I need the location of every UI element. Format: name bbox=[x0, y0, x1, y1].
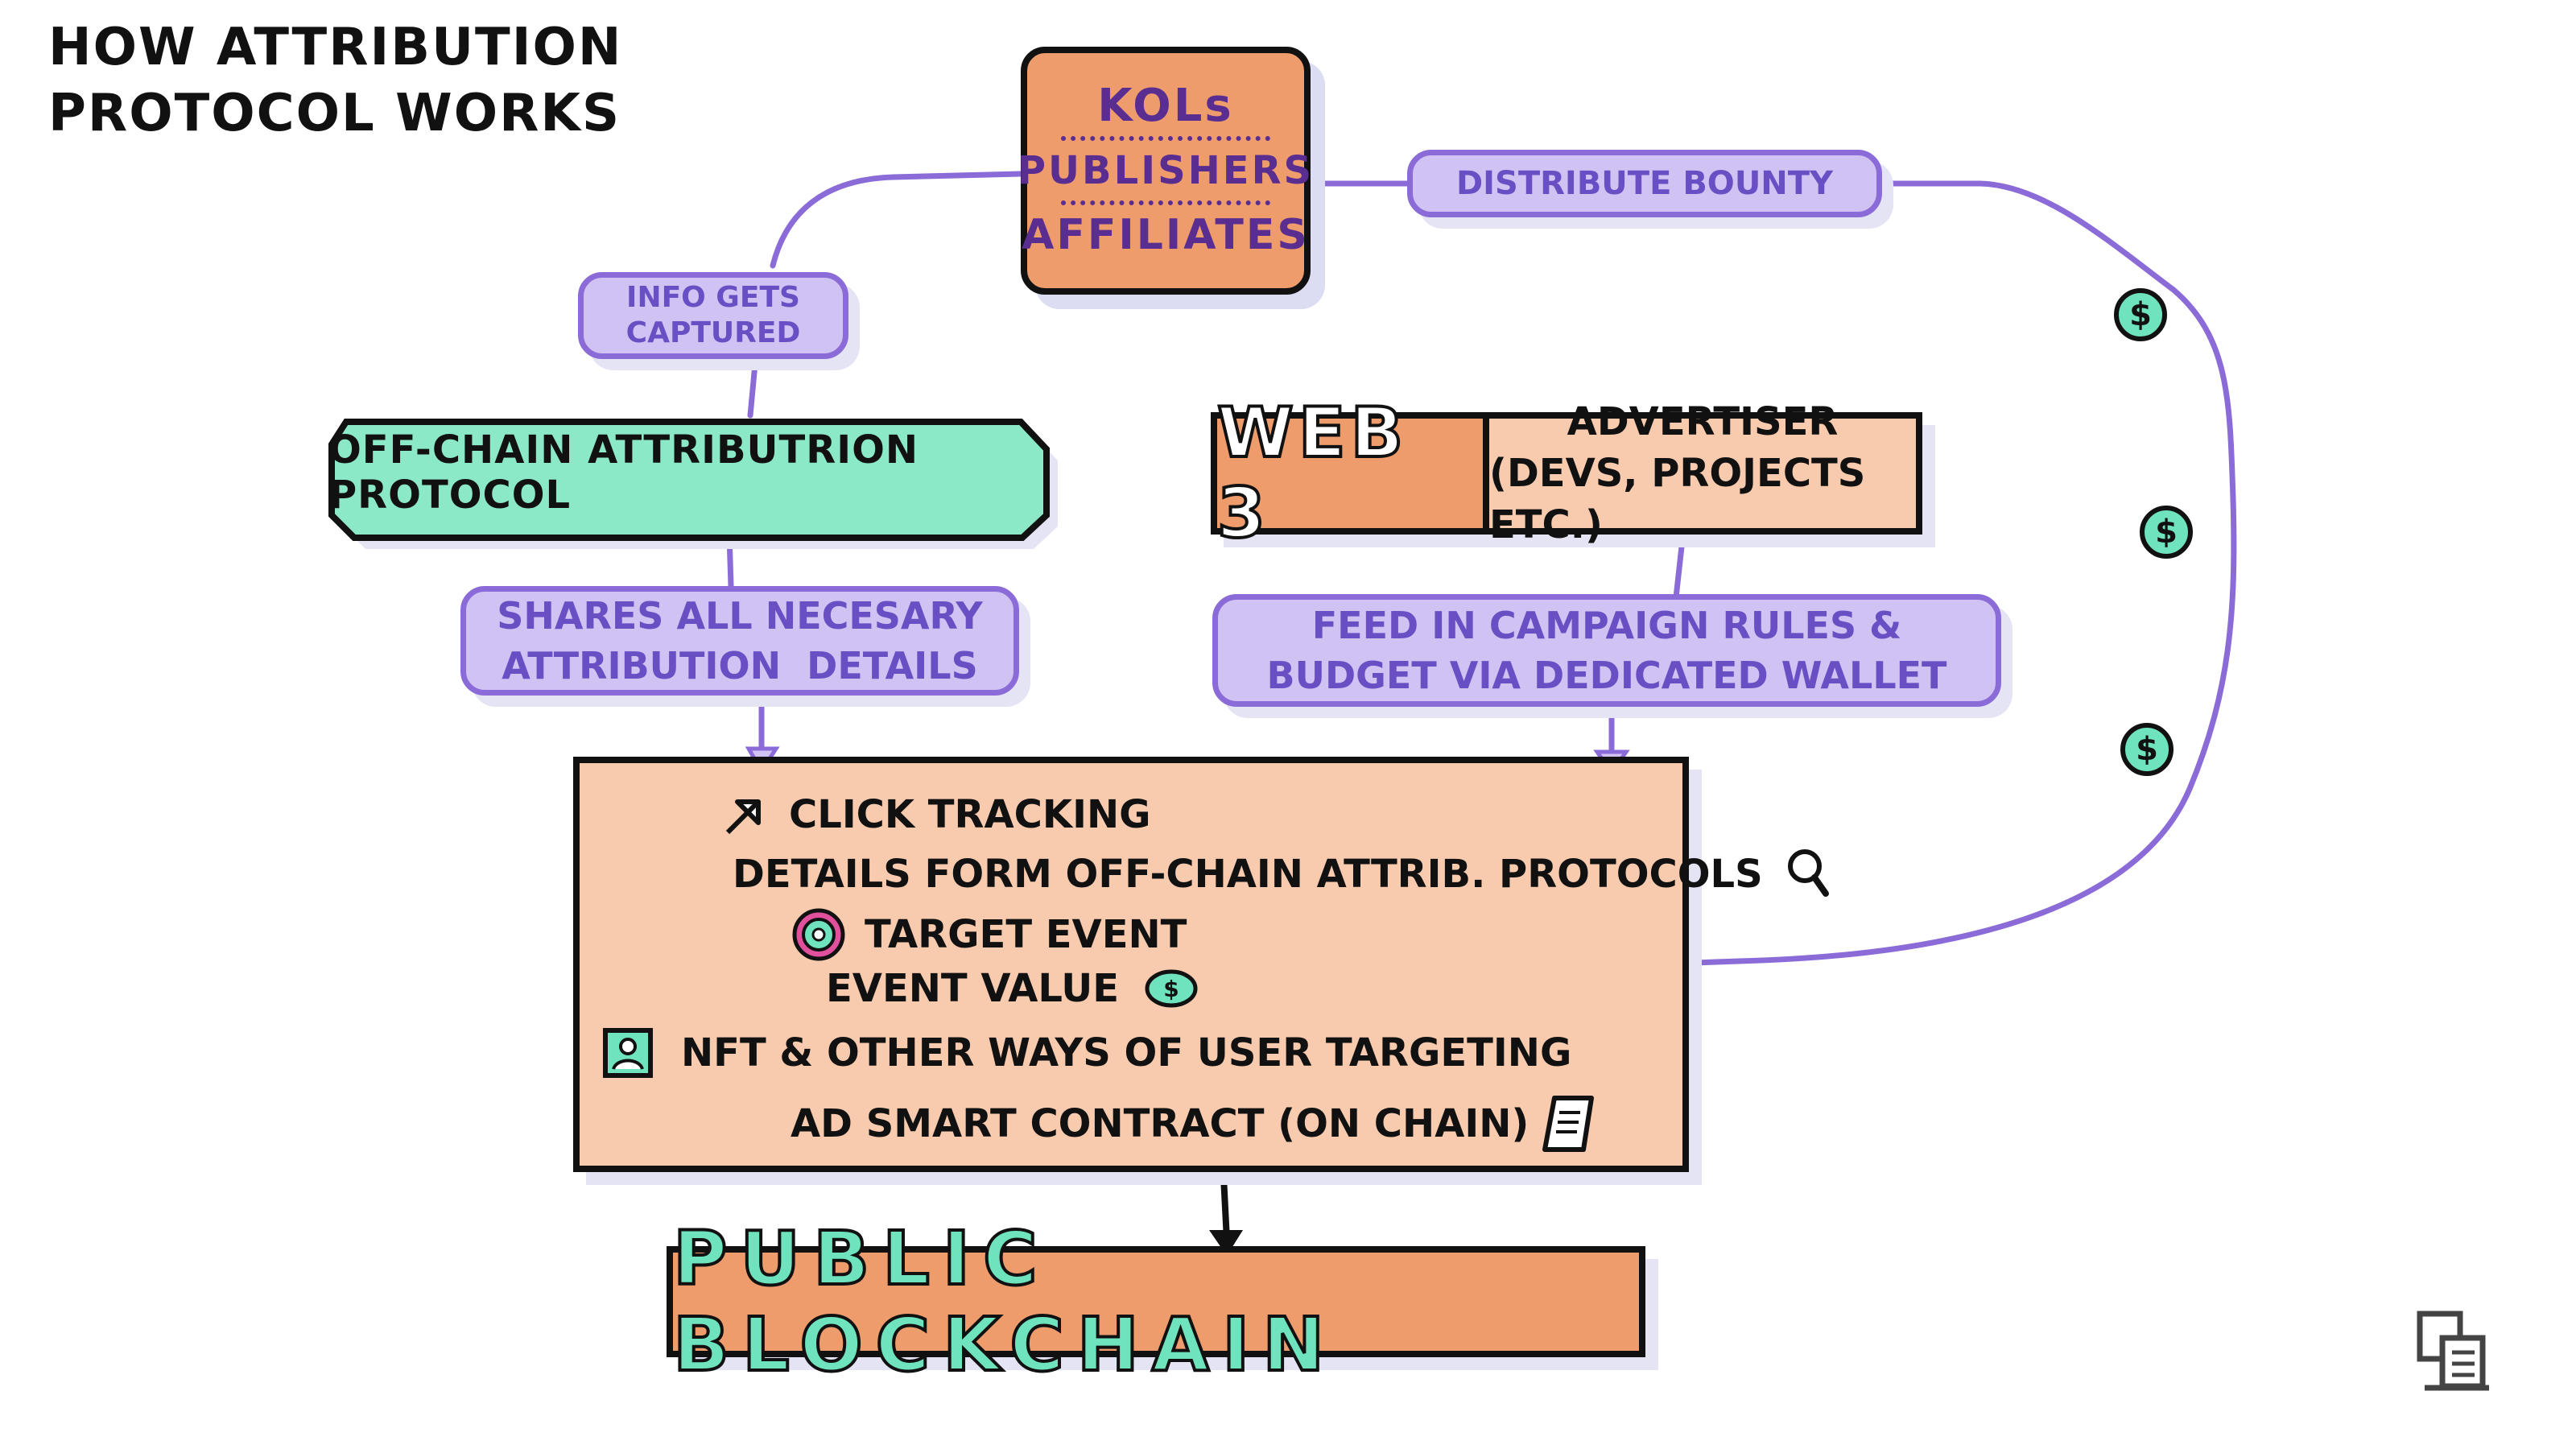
advertiser-panel: ADVERTISER (DEVS, PROJECTS ETC.) bbox=[1489, 399, 1916, 547]
dollar-symbol-3: $ bbox=[2136, 731, 2158, 768]
dollar-coin-icon: $ bbox=[2140, 506, 2193, 559]
user-card-icon bbox=[602, 1027, 654, 1079]
kol-box: KOLs PUBLISHERS AFFILIATES bbox=[1017, 47, 1315, 295]
shares-details-pill: SHARES ALL NECESARY ATTRIBUTION DETAILS bbox=[460, 586, 1019, 696]
dollar-symbol-1: $ bbox=[2129, 296, 2152, 333]
title-line-1: HOW ATTRIBUTION bbox=[48, 18, 623, 77]
offchain-protocol-box: OFF-CHAIN ATTRIBUTRION PROTOCOL bbox=[328, 415, 1045, 530]
shares-line-1: SHARES ALL NECESARY bbox=[497, 594, 983, 638]
kol-label: KOLs bbox=[1097, 80, 1234, 132]
kol-divider bbox=[1061, 136, 1270, 141]
info-line-1: INFO GETS bbox=[626, 281, 800, 314]
details-item: DETAILS FORM OFF-CHAIN ATTRIB. PROTOCOLS bbox=[733, 845, 1835, 903]
distribute-bounty-label: DISTRIBUTE BOUNTY bbox=[1455, 165, 1834, 202]
public-blockchain-label: PUBLIC BLOCKCHAIN bbox=[671, 1214, 1338, 1389]
nft-targeting-label: NFT & OTHER WAYS OF USER TARGETING bbox=[681, 1030, 1572, 1075]
target-icon bbox=[791, 906, 847, 963]
publisher-logo-icon bbox=[2415, 1311, 2494, 1394]
title-line-2: PROTOCOL WORKS bbox=[48, 84, 621, 143]
info-line-2: CAPTURED bbox=[625, 316, 801, 349]
dollar-coin-icon: $ bbox=[2114, 288, 2167, 341]
target-event-item: TARGET EVENT bbox=[791, 906, 1187, 963]
shares-line-2: ATTRIBUTION DETAILS bbox=[502, 644, 978, 687]
affiliates-label: AFFILIATES bbox=[1022, 211, 1310, 259]
cursor-arrow-icon bbox=[720, 789, 771, 840]
nft-targeting-item: NFT & OTHER WAYS OF USER TARGETING bbox=[602, 1027, 1571, 1079]
document-icon bbox=[1540, 1093, 1596, 1154]
attribution-details-box: CLICK TRACKING DETAILS FORM OFF-CHAIN AT… bbox=[573, 757, 1829, 1172]
magnifier-icon bbox=[1784, 845, 1835, 903]
web3-advertiser-box: WEB 3 ADVERTISER (DEVS, PROJECTS ETC.) bbox=[1211, 391, 1922, 555]
dollar-symbol-2: $ bbox=[2155, 514, 2178, 551]
feed-line-2: BUDGET VIA DEDICATED WALLET bbox=[1266, 654, 1947, 697]
details-label: DETAILS FORM OFF-CHAIN ATTRIB. PROTOCOLS bbox=[733, 852, 1763, 897]
advertiser-line-1: ADVERTISER bbox=[1567, 399, 1839, 444]
event-value-item: EVENT VALUE $ bbox=[826, 966, 1199, 1011]
dollar-coin-icon: $ bbox=[2120, 723, 2174, 776]
feed-line-1: FEED IN CAMPAIGN RULES & bbox=[1311, 604, 1902, 647]
info-captured-pill: INFO GETS CAPTURED bbox=[578, 272, 848, 359]
publishers-divider bbox=[1061, 200, 1270, 205]
coin-icon: $ bbox=[1143, 968, 1199, 1009]
offchain-hexagon bbox=[328, 419, 1050, 541]
offchain-protocol-label: OFF-CHAIN ATTRIBUTRION PROTOCOL bbox=[328, 427, 919, 518]
smart-contract-label: AD SMART CONTRACT (ON CHAIN) bbox=[791, 1101, 1530, 1146]
svg-text:$: $ bbox=[1163, 976, 1179, 1002]
feed-campaign-pill: FEED IN CAMPAIGN RULES & BUDGET VIA DEDI… bbox=[1212, 594, 2001, 707]
web3-badge: WEB 3 bbox=[1216, 391, 1489, 555]
publishers-label: PUBLISHERS bbox=[1017, 148, 1315, 193]
click-tracking-item: CLICK TRACKING bbox=[720, 789, 1151, 840]
smart-contract-item: AD SMART CONTRACT (ON CHAIN) bbox=[791, 1093, 1596, 1154]
page-title: HOW ATTRIBUTION PROTOCOL WORKS bbox=[48, 14, 622, 147]
event-value-label: EVENT VALUE bbox=[826, 966, 1120, 1011]
distribute-bounty-pill: DISTRIBUTE BOUNTY bbox=[1407, 150, 1882, 217]
advertiser-line-2: (DEVS, PROJECTS ETC.) bbox=[1489, 451, 1866, 547]
target-event-label: TARGET EVENT bbox=[865, 912, 1187, 957]
click-tracking-label: CLICK TRACKING bbox=[789, 792, 1151, 837]
public-blockchain-box: PUBLIC BLOCKCHAIN bbox=[667, 1214, 1645, 1389]
